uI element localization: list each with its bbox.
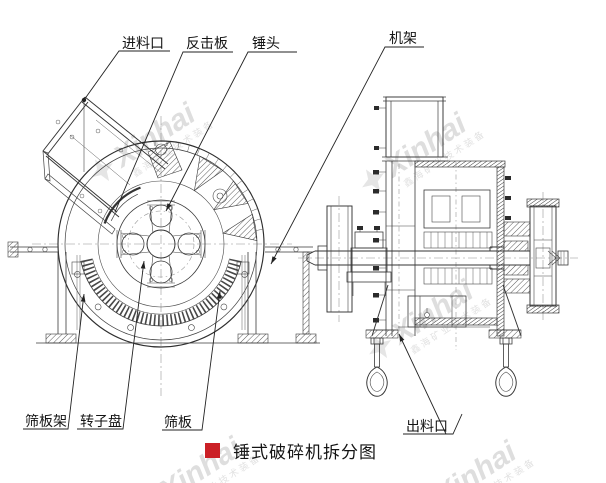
callouts: 进料口 反击板 锤头 机架 筛板架 转子盘 筛板 出料口: [23, 30, 463, 435]
hammer-pin: [177, 232, 201, 256]
feed-hopper: [42, 96, 169, 235]
title-marker: [205, 443, 220, 458]
casing-ribs: [147, 141, 258, 241]
flywheel: [317, 205, 353, 313]
belt-pulley: [526, 198, 560, 314]
impact-plate: [103, 186, 141, 224]
callout-impact-plate: 反击板: [186, 35, 228, 51]
hammer-pin: [149, 204, 173, 228]
discharge-casing: [365, 284, 522, 339]
callout-discharge-outlet: 出料口: [406, 418, 448, 434]
main-shaft: [146, 229, 176, 259]
bearing-housing: [423, 189, 491, 229]
leader-frame: [270, 46, 424, 265]
body-bottom-plate: [414, 317, 498, 326]
side-view-drawing: [298, 96, 578, 397]
leader-rotor-disc: [77, 260, 146, 430]
leader-discharge-outlet: [398, 333, 447, 435]
leader-feed-inlet: [83, 50, 170, 101]
center-lines: [298, 192, 578, 322]
screen-plate-band: [80, 258, 242, 327]
rotor-laminations: [423, 231, 493, 285]
frame-wall: [373, 161, 416, 336]
base-frame: [7, 241, 320, 344]
watermark: Xinhai 鑫海矿业技术装备: [362, 107, 488, 192]
callout-screen-plate: 筛板: [164, 414, 192, 430]
shaft-couplings: [503, 221, 569, 294]
page-title: 锤式破碎机拆分图: [233, 443, 377, 462]
leader-hammer-head: [165, 51, 297, 212]
top-chute: [374, 96, 448, 162]
callout-feed-inlet: 进料口: [122, 35, 164, 51]
rotor: [116, 199, 206, 289]
leader-screen-frame: [23, 293, 86, 430]
callout-frame: 机架: [389, 30, 417, 46]
callout-rotor-disc: 转子盘: [80, 413, 122, 429]
right-support-post: [302, 251, 310, 335]
leader-dot: [81, 97, 87, 103]
casing-circle: [57, 140, 265, 348]
hammer-pin: [149, 260, 173, 284]
watermark: Xinhai 鑫海矿业技术装备: [427, 435, 538, 483]
callout-screen-frame: 筛板架: [25, 413, 67, 429]
shaft: [306, 246, 530, 270]
bearing-pedestal: [346, 226, 392, 296]
hammer-pin: [121, 232, 145, 256]
body-right-wall: [496, 166, 505, 337]
front-view-drawing: [7, 96, 320, 396]
lifting-lugs: [154, 141, 228, 204]
leader-discharge-underline: [403, 413, 463, 435]
title-block: 锤式破碎机拆分图: [205, 443, 377, 462]
callout-hammer-head: 锤头: [252, 35, 280, 51]
tension-hooks: [366, 337, 517, 397]
leader-screen-plate: [162, 290, 222, 431]
body-top-plate: [414, 160, 506, 168]
leader-impact-plate: [114, 51, 233, 213]
